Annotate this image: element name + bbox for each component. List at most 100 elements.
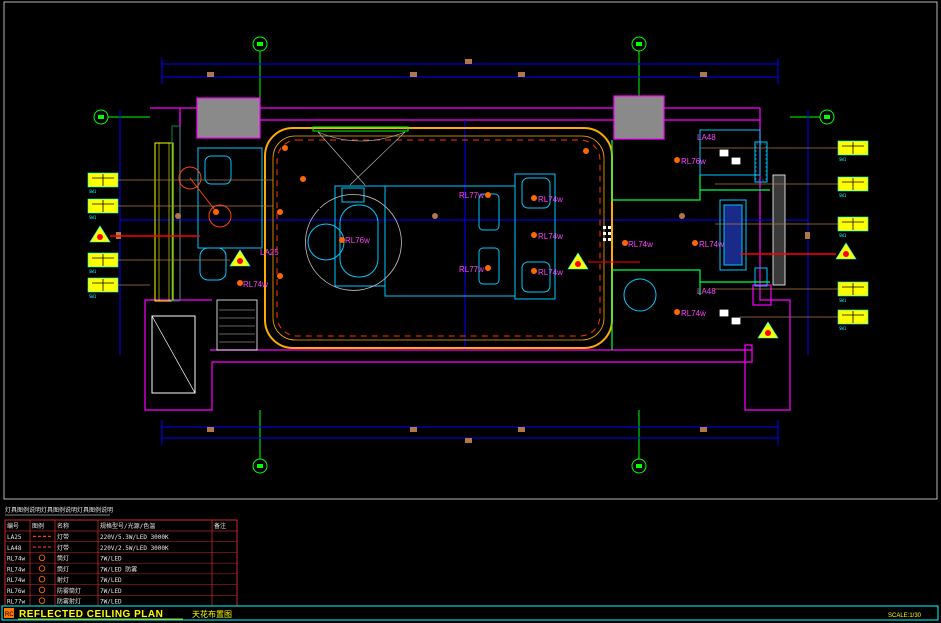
label-rl77w-top: RL77w (459, 191, 484, 200)
legend-row-spec: 220V/5.3W/LED 3000K (100, 534, 169, 541)
svg-text:SW1: SW1 (89, 269, 97, 274)
switches-left (87, 172, 251, 293)
svg-text:SW1: SW1 (89, 189, 97, 194)
floor-grate (216, 299, 258, 351)
legend-row-name: 灯带 (57, 544, 69, 552)
furniture-center (307, 173, 556, 300)
legend-row: RL77w 防雾射灯 7W/LED (7, 597, 122, 606)
grid-bubbles (93, 36, 835, 474)
legend-row: RL74w 射灯 7W/LED (5, 575, 237, 585)
column-left (196, 97, 261, 139)
svg-text:SW1: SW1 (839, 233, 847, 238)
label-la25: LA25 (260, 248, 279, 257)
svg-text:SW1: SW1 (839, 193, 847, 198)
label-la48-top: LA48 (697, 133, 716, 142)
legend-symbol-downlight-icon (38, 575, 46, 583)
title-corner-mark: RC (5, 612, 14, 618)
legend-row-name: 筒灯 (57, 555, 69, 563)
legend-row-spec: 7W/LED (100, 588, 122, 595)
legend-row-name: 防雾筒灯 (57, 587, 81, 595)
fan-grille (603, 226, 611, 241)
grid-bubble-marks (98, 42, 830, 468)
label-rl76w-r: RL76w (681, 157, 706, 166)
panel-left (171, 125, 181, 302)
legend-row-code: RL76w (7, 588, 25, 595)
label-rl74w-2: RL74w (538, 232, 563, 241)
legend-row-code: RL74w (7, 577, 25, 584)
legend-table: 灯具图例说明灯具图例说明灯具图例说明 编号 图例 名称 规格型号/光源/色温 备… (4, 506, 238, 607)
legend-row-code: RL74w (7, 566, 25, 573)
legend-col-name: 名称 (57, 522, 69, 530)
svg-text:SW1: SW1 (839, 298, 847, 303)
svg-text:SW1: SW1 (839, 157, 847, 162)
label-rl74w-r1: RL74w (628, 240, 653, 249)
glass-partition (772, 174, 786, 286)
legend-row-code: RL77w (7, 599, 25, 606)
svg-text:SW1: SW1 (89, 294, 97, 299)
svg-text:SW1: SW1 (839, 326, 847, 331)
title-corner-box (4, 608, 14, 618)
legend-row: RL74w 筒灯 7W/LED 防雾 (5, 565, 237, 575)
legend-row-spec: 7W/LED (100, 577, 122, 584)
label-rl76w-a: RL76w (345, 236, 370, 245)
wardrobe (154, 142, 174, 302)
light-fixtures (175, 145, 698, 315)
legend-row-name: 射灯 (57, 576, 69, 584)
label-la48-bottom: LA48 (697, 287, 716, 296)
label-rl74w-3: RL74w (538, 268, 563, 277)
column-right (613, 95, 665, 140)
shower-tray (151, 315, 196, 394)
legend-row-spec: 7W/LED (100, 599, 122, 606)
legend-col-symbol: 图例 (32, 522, 44, 530)
led-strip-la25 (276, 139, 601, 337)
label-rl74w-1: RL74w (538, 195, 563, 204)
legend-row: LA48 灯带 220V/2.5W/LED 3000K (5, 544, 237, 553)
fixture-labels: RL76w RL74w LA25 RL77w RL77w RL74w RL74w… (243, 133, 724, 318)
legend-row-spec: 220V/2.5W/LED 3000K (100, 545, 169, 552)
legend-col-code: 编号 (7, 522, 19, 530)
legend-rows: LA25 灯带 220V/5.3W/LED 3000K LA48 灯带 220V/2.5W… (5, 533, 237, 606)
label-rl74w-left: RL74w (243, 280, 268, 289)
door-swing-top (317, 131, 406, 186)
label-rl74w-r3: RL74w (681, 309, 706, 318)
legend-row: LA25 灯带 220V/5.3W/LED 3000K (5, 533, 237, 542)
drawing-title: REFLECTED CEILING PLAN (19, 609, 163, 620)
legend-col-note: 备注 (214, 522, 226, 530)
legend-row-code: LA25 (7, 534, 22, 541)
title-bar: RC REFLECTED CEILING PLAN 天花布置图 SCALE:1/… (1, 605, 939, 621)
legend-row-name: 筒灯 (57, 565, 69, 573)
legend-row: RL74w 筒灯 7W/LED (5, 554, 237, 564)
curtain-box (312, 126, 409, 132)
drawing-title-cn: 天花布置图 (192, 609, 232, 619)
drawing-frame (3, 1, 938, 500)
leaders-right (588, 147, 838, 318)
shower-heads (719, 149, 741, 325)
walls-right (611, 140, 770, 350)
legend-row-spec: 7W/LED (100, 556, 122, 563)
legend-col-spec: 规格型号/光源/色温 (100, 522, 155, 530)
leaders-left (110, 179, 273, 286)
door-swing-center (305, 194, 402, 291)
bath-fixtures-left (178, 147, 263, 281)
legend-row-name: 灯带 (57, 533, 69, 541)
legend-symbol-downlight-icon (38, 597, 46, 604)
ceiling-cove-outer (264, 127, 613, 349)
legend-row-code: RL74w (7, 556, 25, 563)
label-rl77w-bottom: RL77w (459, 265, 484, 274)
legend-header-note: 灯具图例说明灯具图例说明灯具图例说明 (5, 506, 113, 514)
legend-symbol-downlight-icon (38, 586, 46, 594)
dimension-lines (119, 58, 809, 445)
switches-right (567, 140, 869, 339)
legend-row-code: LA48 (7, 545, 22, 552)
bath-fixtures-right (623, 129, 768, 312)
label-rl74w-r2: RL74w (699, 240, 724, 249)
legend-symbol-downlight-icon (38, 565, 46, 572)
svg-text:SW1: SW1 (89, 215, 97, 220)
legend-row: RL76w 防雾筒灯 7W/LED (5, 586, 237, 596)
legend-row-name: 防雾射灯 (57, 598, 81, 606)
drawing-scale: SCALE:1/30 (888, 613, 922, 619)
legend-row-spec: 7W/LED 防雾 (100, 565, 137, 573)
legend-symbol-downlight-icon (38, 554, 46, 562)
